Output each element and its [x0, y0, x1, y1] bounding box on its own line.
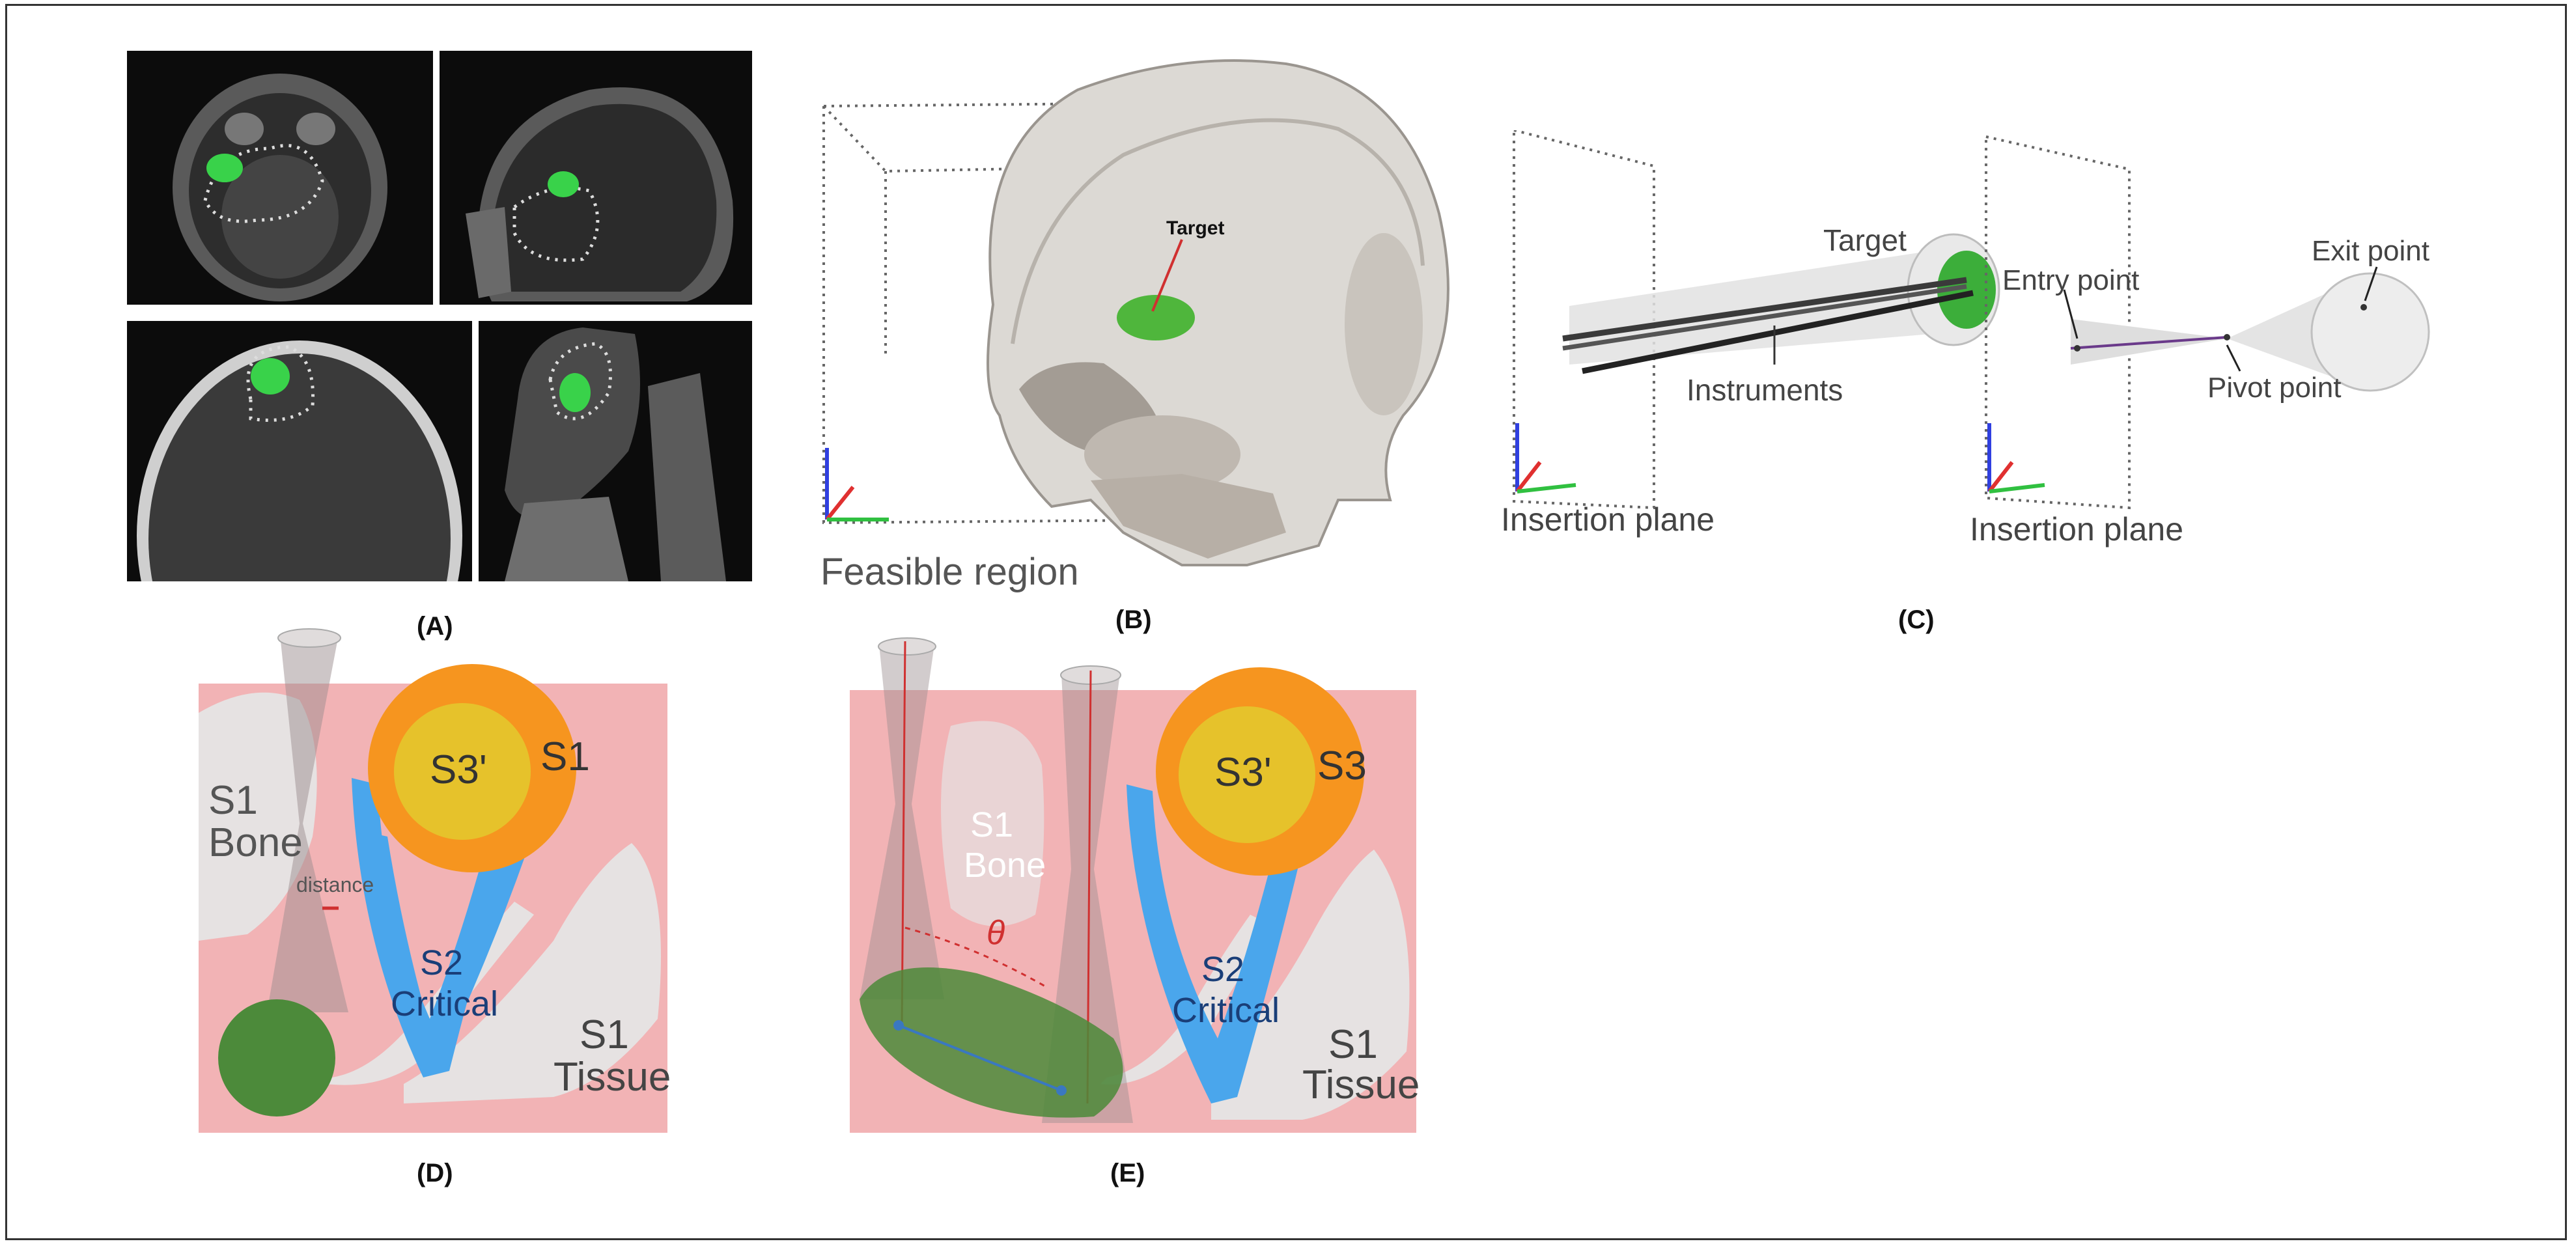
- ct-sagittal-top-image: [466, 87, 734, 301]
- label-s1-tissue-1: S1: [580, 1012, 629, 1057]
- caption-a: (A): [417, 612, 453, 641]
- label-entry-point: Entry point: [2002, 264, 2139, 296]
- caption-e: (E): [1110, 1159, 1145, 1187]
- panel-e-schematic: θ S1 Bone S3' S3 S2 Critical S1 Tissue: [850, 637, 1420, 1133]
- critical-band: [1127, 784, 1302, 1103]
- exit-point-marker: [2360, 304, 2367, 311]
- ct-axial-top: [127, 51, 433, 305]
- insertion-plane-box: [1985, 135, 2131, 510]
- bone-region: [941, 721, 1044, 926]
- label-s2: S2: [1201, 950, 1244, 989]
- target-tumor: [860, 967, 1123, 1118]
- s3-core: [1179, 706, 1315, 843]
- ct-axial-bottom-image: [137, 340, 462, 581]
- angle-arc: [904, 926, 1046, 988]
- pivot-point-marker: [2224, 334, 2230, 340]
- label-distance: distance: [296, 873, 374, 896]
- label-s1-tissue-1: S1: [1328, 1022, 1378, 1067]
- label-s3: S3: [1317, 743, 1367, 788]
- bone-region: [199, 692, 317, 941]
- label-critical: Critical: [1172, 991, 1280, 1030]
- ct-sagittal-top: [440, 51, 752, 305]
- tissue-light-region: [404, 843, 661, 1103]
- ct-target-region: [206, 154, 243, 182]
- instrument-3: [1582, 290, 1974, 374]
- instrument-cone-1: [860, 645, 944, 999]
- caption-b: (B): [1115, 605, 1152, 634]
- pivot-dot-2: [1056, 1085, 1067, 1096]
- trajectory-line: [2070, 336, 2228, 350]
- insertion-plane-box: [1513, 130, 1655, 510]
- ct-axial-bottom: [127, 321, 472, 581]
- caption-c: (C): [1898, 605, 1935, 634]
- panel-c-instruments: Target Instruments Insertion plane: [1501, 130, 2000, 538]
- s3-core: [394, 703, 531, 840]
- label-insertion-plane: Insertion plane: [1501, 501, 1715, 538]
- ct-target-region: [251, 358, 290, 395]
- label-s1-bone-2: Bone: [208, 820, 303, 865]
- label-s2: S2: [420, 943, 463, 982]
- instrument-1: [1562, 277, 1967, 342]
- panel-a-ct-scans: [127, 51, 752, 581]
- panel-c-pivot-geometry: Entry point Exit point Pivot point Inser…: [1970, 135, 2430, 548]
- label-s1-bone-1: S1: [970, 805, 1013, 844]
- target-sphere: [2310, 272, 2430, 392]
- trajectory-1: [901, 641, 906, 1026]
- target-sphere: [1937, 251, 1996, 329]
- label-s3-prime: S3': [1214, 750, 1272, 795]
- label-theta: θ: [987, 914, 1005, 952]
- label-s1-tissue-2: Tissue: [553, 1055, 671, 1100]
- label-exit-point: Exit point: [2312, 235, 2429, 267]
- ct-target-region: [559, 373, 591, 412]
- label-target: Target: [1823, 223, 1907, 257]
- ct-axial-top-image: [173, 74, 387, 301]
- target-pointer: [1151, 239, 1183, 312]
- label-s1-bone-2: Bone: [964, 846, 1046, 885]
- instrument-2: [1562, 284, 1967, 351]
- target-tumor: [218, 999, 335, 1116]
- label-target: Target: [1166, 217, 1224, 239]
- axis-x: [825, 486, 855, 521]
- label-feasible-region: Feasible region: [820, 551, 1079, 593]
- label-insertion-plane: Insertion plane: [1970, 511, 2183, 548]
- tissue-light-region: [1211, 850, 1410, 1120]
- pivot-dot-1: [893, 1020, 904, 1031]
- label-pivot-point: Pivot point: [2207, 372, 2341, 404]
- label-s1-bone-1: S1: [208, 778, 258, 823]
- entry-point-marker: [2074, 345, 2080, 352]
- figure-frame: [5, 4, 2567, 1240]
- panel-b-skull-render: Target Feasible region: [820, 59, 1449, 593]
- label-instruments: Instruments: [1687, 373, 1843, 407]
- panel-d-schematic: S1 Bone S3' S1 distance S2 Critical S1 T…: [199, 628, 671, 1133]
- label-critical: Critical: [391, 984, 498, 1023]
- caption-d: (D): [417, 1159, 453, 1187]
- label-s1: S1: [540, 734, 590, 779]
- label-s1-tissue-2: Tissue: [1302, 1062, 1420, 1107]
- ct-target-region: [548, 171, 579, 197]
- skull-target-region: [1117, 295, 1195, 340]
- instrument-cone: [267, 635, 348, 1012]
- ct-sagittal-bottom: [479, 321, 752, 581]
- ct-sagittal-bottom-image: [505, 327, 726, 581]
- label-s3-prime: S3': [430, 747, 487, 792]
